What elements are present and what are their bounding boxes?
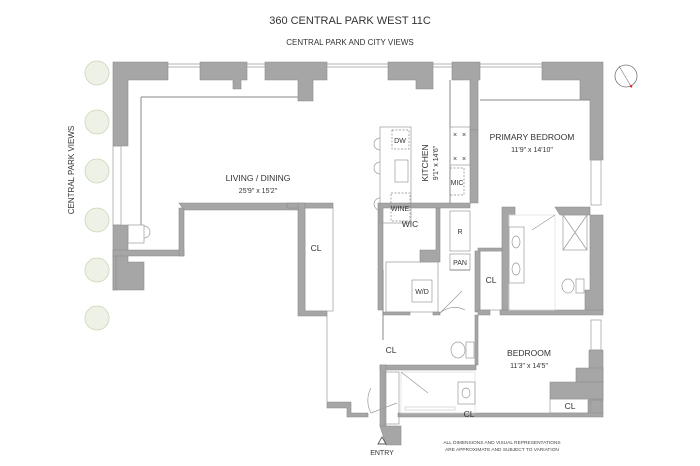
entry-label[interactable]: ENTRY [370,450,394,457]
living-dining-dims: 25'9" x 15'2" [239,188,278,195]
entry-arrow-icon [377,436,387,445]
closet-label: CL [565,401,576,411]
side-view-label: CENTRAL PARK VIEWS [67,126,76,214]
disclaimer-line-2: ARE APPROXIMATE AND SUBJECT TO VARIATION [445,447,559,453]
svg-text:×: × [453,132,457,139]
svg-text:×: × [462,132,466,139]
dishwasher-label: DW [394,138,406,145]
cooktop-icon: × × × × [453,132,466,163]
closet-label: CL [386,345,397,355]
bedroom-dims: 11'3" x 14'5" [510,363,548,370]
closet-label: CL [486,275,497,285]
kitchen-label: KITCHEN [420,144,430,181]
compass-icon [614,64,638,89]
closet-label: CL [464,409,475,419]
washer-dryer-label: W/D [415,289,429,296]
closet-label: CL [311,243,322,253]
svg-text:×: × [453,156,457,163]
wic-label: WIC [402,219,419,229]
wine-fridge-label: WINE [391,206,410,213]
tree-icon [84,60,110,331]
refrigerator-label: R [457,229,462,236]
plan-title: 360 CENTRAL PARK WEST 11C [269,15,431,27]
microwave-label: MIC [451,180,464,187]
primary-bedroom-dims: 11'9" x 14'10" [511,147,553,154]
pantry-label: PAN [453,260,467,267]
disclaimer-line-1: ALL DIMENSIONS AND VISUAL REPRESENTATION… [443,440,560,446]
walls [112,61,604,446]
primary-bedroom-label: PRIMARY BEDROOM [490,132,575,142]
bedroom-label: BEDROOM [507,348,551,358]
plan-subtitle: CENTRAL PARK AND CITY VIEWS [286,38,413,47]
kitchen-dims: 9'1" x 14'6" [433,145,440,180]
living-dining-label: LIVING / DINING [226,173,291,183]
svg-text:×: × [462,156,466,163]
